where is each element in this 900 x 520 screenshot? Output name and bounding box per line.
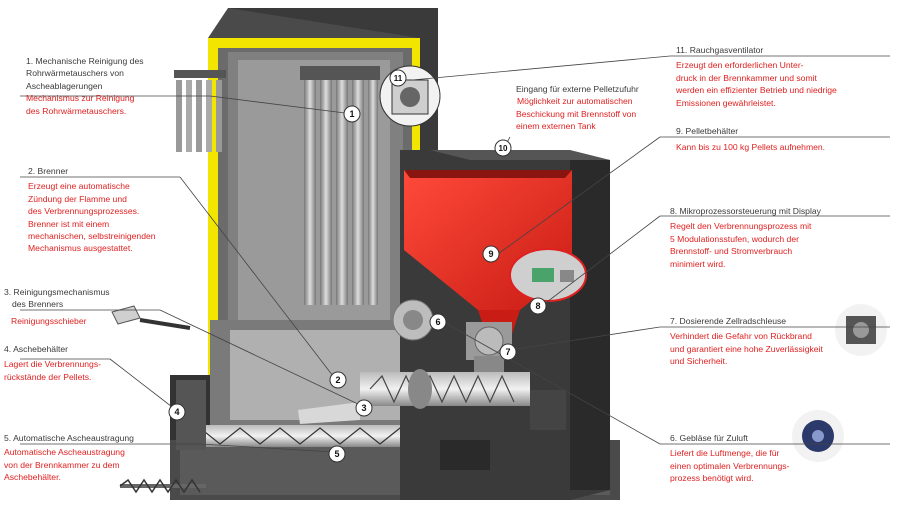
callout-7-title: 7. Dosierende Zellradschleuse [670, 316, 787, 326]
badge-5: 5 [334, 449, 339, 459]
callout-5-title: 5. Automatische Ascheaustragung [4, 433, 134, 443]
badge-2: 2 [335, 375, 340, 385]
callout-6: 6. Gebläse für Zuluft Liefert die Luftme… [670, 432, 789, 485]
heat-exchanger-tubes [300, 66, 380, 305]
callout-1-title-2: Rohrwärmetauschers von [26, 68, 124, 79]
callout-7-desc-2: und garantiert eine hohe Zuverlässigkeit [670, 343, 823, 354]
callout-3-title-1: 3. Reinigungsmechanismus [4, 287, 110, 297]
badge-1: 1 [349, 109, 354, 119]
rotary-valve-thumb [835, 304, 887, 356]
burner-feed-auger [360, 369, 530, 409]
callout-9-desc: Kann bis zu 100 kg Pellets aufnehmen. [676, 142, 826, 153]
callout-1-desc-2: des Rohrwärmetauschers. [26, 105, 127, 116]
badge-10: 10 [499, 144, 508, 153]
callout-5-desc-3: Aschebehälter. [4, 472, 61, 483]
badge-7: 7 [505, 347, 510, 357]
callout-2-desc-5: mechanischen, selbstreinigenden [28, 231, 156, 242]
callout-4-desc-1: Lagert die Verbrennungs- [4, 359, 101, 370]
callout-10-desc-1: Möglichkeit zur automatischen [517, 96, 633, 107]
callout-6-title: 6. Gebläse für Zuluft [670, 433, 748, 443]
callout-2-desc-1: Erzeugt eine automatische [28, 181, 130, 192]
callout-11-desc-1: Erzeugt den erforderlichen Unter- [676, 60, 804, 71]
callout-4-desc-2: rückstände der Pellets. [4, 371, 92, 382]
callout-6-desc-2: einen optimalen Verbrennungs- [670, 460, 790, 471]
callout-11: 11. Rauchgasventilator Erzeugt den erfor… [676, 44, 837, 109]
callout-1-title-3: Ascheablagerungen [26, 80, 103, 91]
callout-8-desc-4: minimiert wird. [670, 258, 726, 269]
callout-6-desc-3: prozess benötigt wird. [670, 473, 754, 484]
callout-4: 4. Aschebehälter Lagert die Verbrennungs… [4, 343, 101, 383]
badge-11: 11 [394, 74, 403, 83]
burner-grate [298, 402, 360, 424]
callout-5: 5. Automatische Ascheaustragung Automati… [4, 432, 134, 484]
cleaning-slider-thumb [111, 305, 191, 330]
leader-lines [20, 55, 890, 453]
badge-9: 9 [488, 249, 493, 259]
callout-1-title-1: 1. Mechanische Reinigung des [26, 56, 144, 66]
callout-11-desc-3: werden ein effizienter Betrieb und niedr… [676, 85, 837, 96]
callout-2-desc-2: Zündung der Flamme und [28, 193, 127, 204]
callout-10-desc-3: einem externen Tank [516, 121, 596, 132]
control-panel [509, 248, 587, 302]
callout-3-title-2: des Brenners [12, 299, 64, 310]
callout-3: 3. Reinigungsmechanismus des Brenners Re… [4, 286, 110, 327]
callout-7: 7. Dosierende Zellradschleuse Verhindert… [670, 315, 823, 368]
turbulator-illustration [174, 70, 226, 152]
callout-8-title: 8. Mikroprozessorsteuerung mit Display [670, 206, 821, 216]
callout-8-desc-3: Brennstoff- und Stromverbrauch [670, 246, 793, 257]
callout-10-title: Eingang für externe Pelletzufuhr [516, 84, 639, 94]
callout-10-desc-2: Beschickung mit Brennstoff von [516, 108, 637, 119]
blower-thumb [792, 410, 844, 462]
callout-11-desc-2: druck in der Brennkammer und somit [676, 72, 817, 83]
callout-2-desc-6: Mechanismus ausgestattet. [28, 243, 133, 254]
callout-6-desc-1: Liefert die Luftmenge, die für [670, 448, 780, 459]
badge-3: 3 [361, 403, 366, 413]
callout-2-desc-4: Brenner ist mit einem [28, 218, 110, 229]
callout-2-desc-3: des Verbrennungsprozesses. [28, 206, 140, 217]
badge-6: 6 [435, 317, 440, 327]
air-blower [392, 299, 434, 341]
callout-11-desc-4: Emissionen gewährleistet. [676, 97, 776, 108]
callout-2: 2. Brenner Erzeugt eine automatische Zün… [28, 165, 156, 255]
callout-1-desc-1: Mechanismus zur Reinigung [26, 93, 135, 104]
callout-10: Eingang für externe Pelletzufuhr Möglich… [516, 83, 639, 133]
auger-motor [440, 390, 566, 470]
callout-5-desc-2: von der Brennkammer zu dem [4, 459, 120, 470]
number-badges: 1 2 3 4 5 6 7 8 9 10 11 [168, 69, 547, 463]
callout-4-title: 4. Aschebehälter [4, 344, 69, 354]
callout-5-desc-1: Automatische Ascheaustragung [4, 447, 125, 458]
flue-gas-fan [379, 65, 441, 127]
callout-7-desc-3: und Sicherheit. [670, 356, 728, 367]
callout-8-desc-1: Regelt den Verbrennungsprozess mit [670, 221, 812, 232]
callout-9: 9. Pelletbehälter Kann bis zu 100 kg Pel… [676, 125, 825, 154]
badge-4: 4 [174, 407, 179, 417]
callout-3-desc: Reinigungsschieber [11, 315, 87, 326]
callout-8: 8. Mikroprozessorsteuerung mit Display R… [670, 205, 821, 270]
callout-1: 1. Mechanische Reinigung des Rohrwärmeta… [26, 55, 144, 117]
callout-11-title: 11. Rauchgasventilator [676, 45, 764, 55]
ash-screw-thumb [119, 478, 206, 494]
callout-7-desc-1: Verhindert die Gefahr von Rückbrand [670, 331, 812, 342]
callout-8-desc-2: 5 Modulationsstufen, wodurch der [670, 233, 799, 244]
callout-9-title: 9. Pelletbehälter [676, 126, 739, 136]
callout-2-title: 2. Brenner [28, 166, 69, 176]
badge-8: 8 [535, 301, 540, 311]
